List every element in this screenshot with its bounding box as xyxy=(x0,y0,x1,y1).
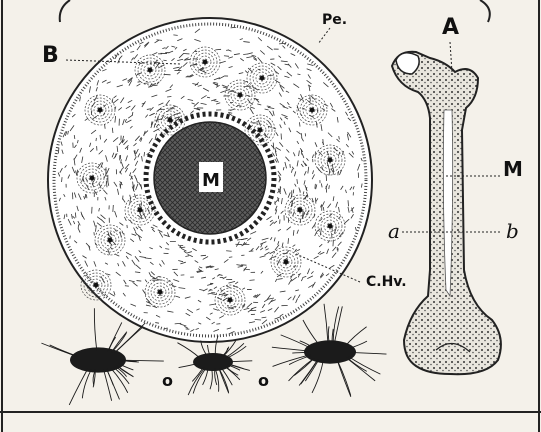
lamella-stroke xyxy=(167,96,171,97)
lamella-stroke xyxy=(173,35,177,36)
haversian-canal xyxy=(328,158,333,163)
haversian-canal xyxy=(168,118,173,123)
haversian-canal xyxy=(258,128,263,133)
haversian-canal xyxy=(148,68,153,73)
haversian-canal xyxy=(284,260,289,265)
haversian-canal xyxy=(203,60,208,65)
haversian-canal xyxy=(228,298,233,303)
lamella-stroke xyxy=(226,251,231,252)
lamella-stroke xyxy=(297,179,298,184)
lamella-stroke xyxy=(215,49,221,50)
lamella-stroke xyxy=(180,247,186,248)
lamella-stroke xyxy=(70,236,71,239)
haversian-canal xyxy=(238,93,243,98)
haversian-canal xyxy=(260,76,265,81)
lamella-stroke xyxy=(62,177,63,182)
lamella-stroke xyxy=(288,238,289,244)
label-a-lower: a xyxy=(388,219,400,243)
label-b: B xyxy=(42,43,59,68)
lamella-stroke xyxy=(249,280,254,281)
label-marrow-center: M xyxy=(202,170,220,191)
haversian-canal xyxy=(328,224,333,229)
haversian-canal xyxy=(108,238,113,243)
osteocyte-body xyxy=(70,347,126,372)
haversian-canal xyxy=(94,283,99,288)
lamella-stroke xyxy=(201,255,206,256)
haversian-canal xyxy=(138,208,143,213)
lamella-stroke xyxy=(229,257,232,258)
lamella-stroke xyxy=(105,124,106,129)
lamella-stroke xyxy=(125,286,129,287)
label-osteocyte-left: o xyxy=(162,371,173,390)
lamella-stroke xyxy=(315,198,316,204)
lamella-stroke xyxy=(224,56,229,57)
label-haversian-canal: C.Hv. xyxy=(366,274,407,290)
haversian-canal xyxy=(90,176,95,181)
lamella-stroke xyxy=(137,281,142,282)
label-marrow-right: M xyxy=(503,157,523,181)
haversian-canal xyxy=(310,108,315,113)
lamella-stroke xyxy=(300,190,301,193)
label-osteocyte-right: o xyxy=(258,371,269,390)
haversian-canal xyxy=(98,108,103,113)
lamella-stroke xyxy=(310,96,311,101)
lamella-stroke xyxy=(348,200,349,206)
haversian-canal xyxy=(158,290,163,295)
label-periosteum: Pe. xyxy=(322,12,347,28)
haversian-canal xyxy=(298,208,303,213)
lamella-stroke xyxy=(58,148,59,154)
label-b-lower: b xyxy=(506,219,519,243)
femur-medullary-canal xyxy=(443,110,452,296)
label-a-upper: A xyxy=(442,15,459,40)
